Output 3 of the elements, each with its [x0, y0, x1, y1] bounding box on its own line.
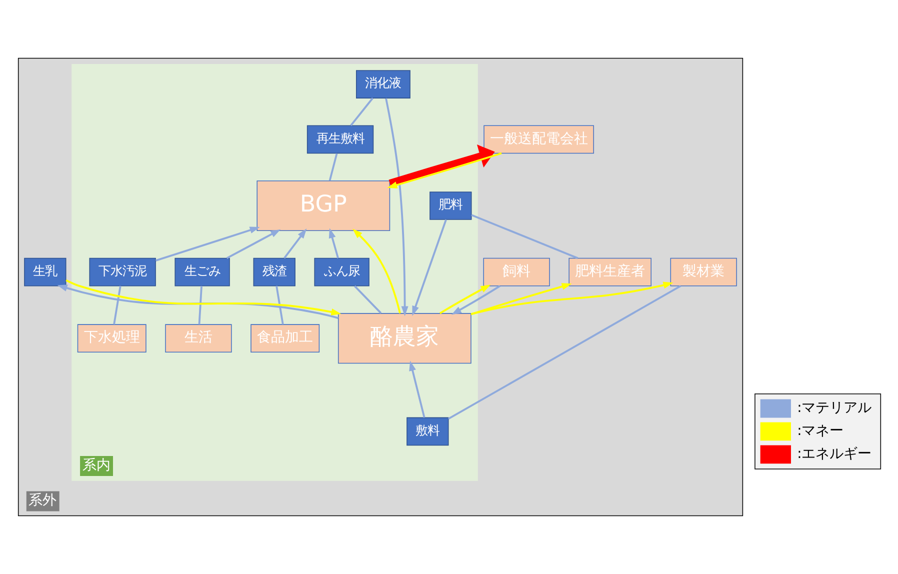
- legend-label: :エネルギー: [796, 446, 872, 462]
- legend-label: :マテリアル: [796, 400, 872, 416]
- legend-label: :マネー: [796, 422, 844, 439]
